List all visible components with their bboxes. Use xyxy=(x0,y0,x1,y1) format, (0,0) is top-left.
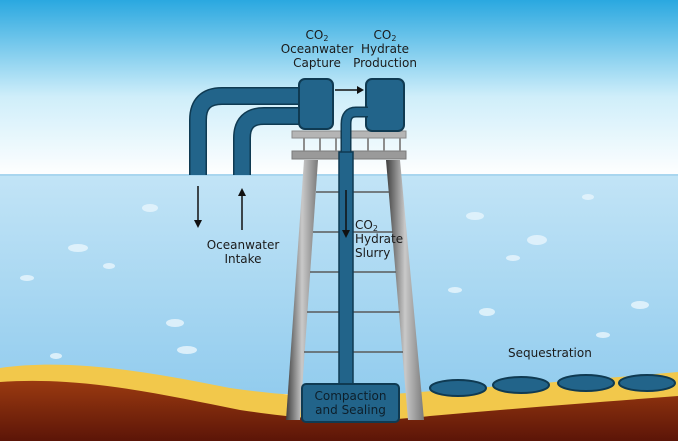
production-label: CO2 Hydrate Production xyxy=(340,28,430,70)
slurry-pipe xyxy=(338,151,354,389)
intake-pipe-outer-fill xyxy=(190,88,302,175)
compaction-label: Compaction and Sealing xyxy=(302,389,399,417)
seabed xyxy=(0,380,678,441)
capture-label-subscript: 2 xyxy=(323,34,329,43)
compaction-unit xyxy=(301,383,400,423)
compaction-label-line2: and Sealing xyxy=(315,403,386,417)
capture-label: CO2 Oceanwater Capture xyxy=(272,28,362,70)
slurry-label: CO2 Hydrate Slurry xyxy=(355,218,403,260)
intake-pipe-inner-fill xyxy=(234,108,302,175)
compaction-label-line1: Compaction xyxy=(314,389,387,403)
production-unit xyxy=(365,78,405,132)
capture-label-co: CO xyxy=(305,28,324,42)
sky xyxy=(0,0,678,176)
capture-unit xyxy=(298,78,334,130)
sequestration-label: Sequestration xyxy=(508,346,592,360)
intake-label-line1: Oceanwater xyxy=(206,238,280,252)
intake-label-line2: Intake xyxy=(224,252,262,266)
intake-arrow-up-head xyxy=(238,188,246,196)
slurry-label-subscript: 2 xyxy=(372,224,378,233)
flow-arrow-head xyxy=(357,86,364,94)
production-label-line3: Production xyxy=(353,56,417,70)
slurry-pipe-bend-fill xyxy=(342,108,368,160)
production-label-subscript: 2 xyxy=(391,34,397,43)
sequestration-pods xyxy=(429,374,676,397)
production-label-co: CO xyxy=(373,28,392,42)
intake-label: Oceanwater Intake xyxy=(193,238,293,266)
sequestration-label-text: Sequestration xyxy=(508,346,592,360)
capture-label-line2: Oceanwater xyxy=(280,42,354,56)
platform-leg-left xyxy=(286,160,318,420)
production-label-line2: Hydrate xyxy=(360,42,410,56)
water-bubbles xyxy=(20,194,649,359)
intake-arrow-down-head xyxy=(194,220,202,228)
slurry-label-co: CO xyxy=(355,218,373,232)
slurry-arrow-head xyxy=(342,230,350,238)
deck-supports xyxy=(303,138,401,151)
slurry-label-line3: Slurry xyxy=(355,246,391,260)
platform-leg-right xyxy=(386,160,424,420)
slurry-label-line2: Hydrate xyxy=(355,232,404,246)
capture-label-line3: Capture xyxy=(293,56,341,70)
